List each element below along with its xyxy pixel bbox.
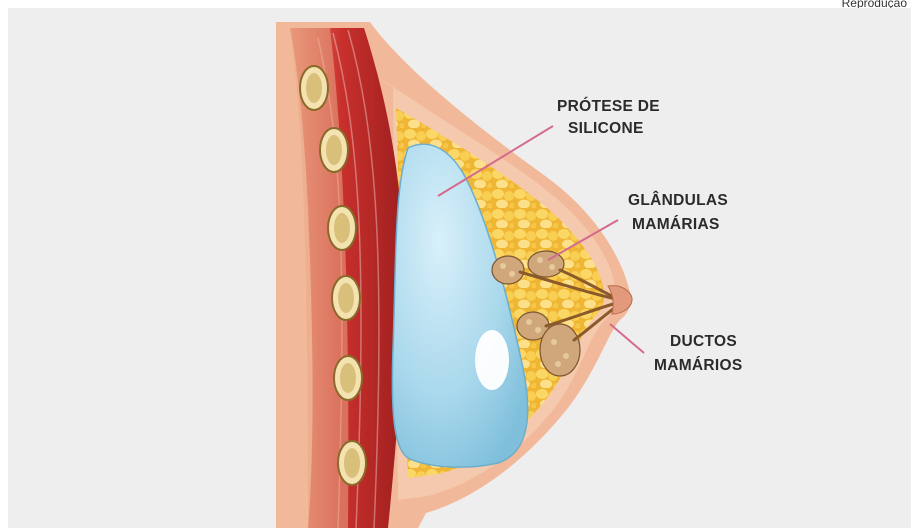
implant-label-line1: PRÓTESE DE	[557, 97, 660, 115]
rib	[320, 128, 348, 172]
rib	[338, 441, 366, 485]
gland-lobule	[540, 324, 580, 376]
diagram-canvas: PRÓTESE DE SILICONE GLÂNDULAS MAMÁRIAS D…	[8, 8, 911, 528]
ducts-leader-line	[610, 324, 644, 353]
implant-label-line2: SILICONE	[568, 120, 644, 137]
glands-label-line2: MAMÁRIAS	[632, 216, 720, 233]
ducts-label-line1: DUCTOS	[670, 333, 737, 350]
breast-implant-diagram: PRÓTESE DE SILICONE GLÂNDULAS MAMÁRIAS D…	[8, 8, 911, 528]
rib	[332, 276, 360, 320]
rib	[300, 66, 328, 110]
rib	[334, 356, 362, 400]
gland-lobule	[492, 256, 524, 284]
ducts-label-line2: MAMÁRIOS	[654, 357, 743, 374]
rib	[328, 206, 356, 250]
glands-label-line1: GLÂNDULAS	[628, 191, 728, 209]
implant-highlight	[475, 330, 509, 390]
